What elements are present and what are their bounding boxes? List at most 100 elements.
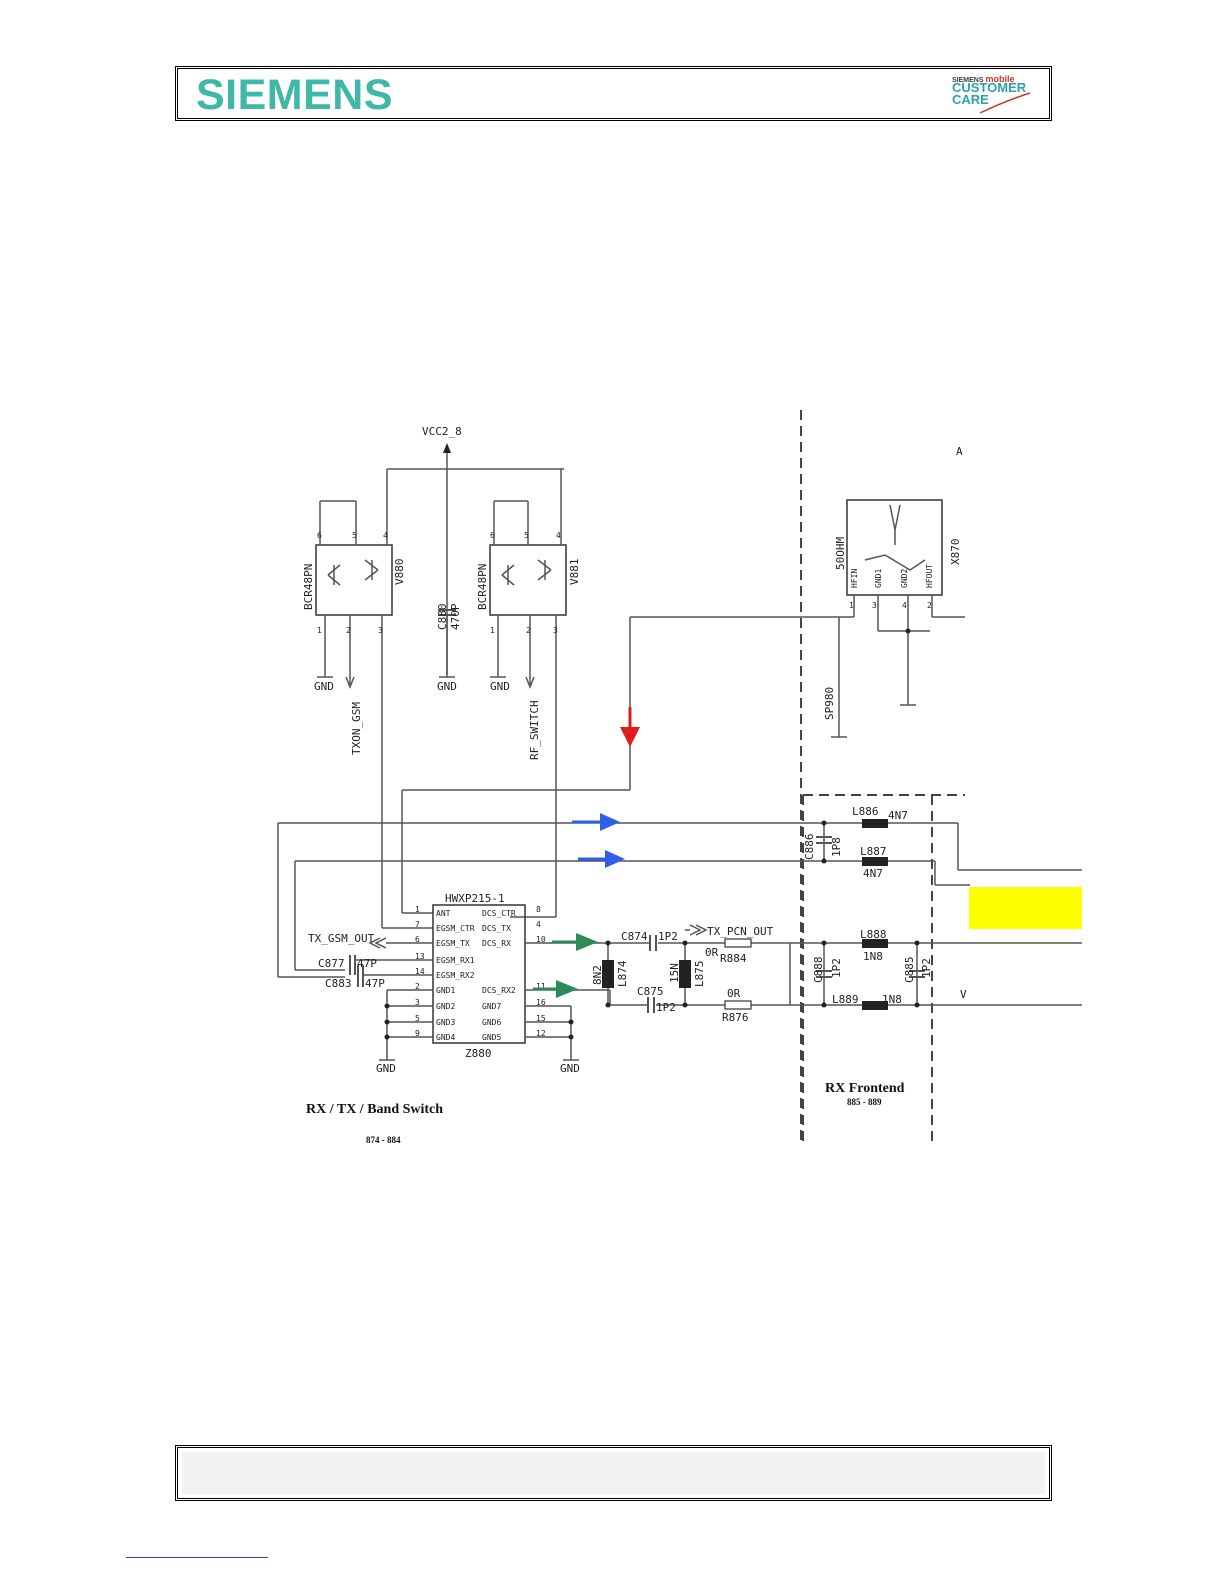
ic-left-pin-num: 13 — [415, 952, 425, 961]
tx-gsm-out-net: TX_GSM_OUT — [308, 932, 375, 945]
svg-text:4: 4 — [383, 531, 388, 540]
c885-ref: C885 — [903, 957, 916, 984]
ic-right-pin: GND7 — [482, 1002, 501, 1011]
l888-inductor — [862, 939, 888, 948]
l887-ref: L887 — [860, 845, 887, 858]
ic-left-pin: EGSM_RX1 — [436, 956, 475, 965]
l874-ref: L874 — [616, 960, 629, 987]
cc-logo-mobile: mobile — [985, 74, 1015, 84]
ic-right-pin-num: 4 — [536, 920, 541, 929]
c886-ref: C886 — [803, 834, 816, 861]
ic-right-pin-num: 8 — [536, 905, 541, 914]
v880-part: BCR48PN — [302, 564, 315, 610]
section1-title: RX / TX / Band Switch — [306, 1102, 443, 1117]
ic-right-pin: DCS_TX — [482, 924, 511, 933]
r884-ref: R884 — [720, 952, 747, 965]
vcc-arrow-icon — [443, 443, 451, 453]
x870-ref: X870 — [949, 539, 962, 566]
l874-value: 8N2 — [591, 965, 604, 985]
l875-inductor — [679, 960, 691, 988]
tx-pcn-out-net: TX_PCN_OUT — [707, 925, 774, 938]
c888-ref: C888 — [812, 957, 825, 984]
ic-left-pin: GND1 — [436, 986, 455, 995]
ic-right-pin-num: 12 — [536, 1029, 546, 1038]
red-arrow-head-icon — [620, 727, 640, 747]
yellow-highlight — [969, 887, 1082, 929]
cc-logo-care: CARE — [952, 92, 989, 107]
x870-connector — [846, 499, 943, 596]
c877-ref: C877 — [318, 957, 345, 970]
r876-resistor — [724, 1000, 752, 1010]
ic-left-pin: ANT — [436, 909, 451, 918]
gnd-label: GND — [376, 1062, 396, 1075]
v881-package — [489, 544, 567, 616]
svg-text:4: 4 — [902, 601, 907, 610]
gnd-label: GND — [560, 1062, 580, 1075]
svg-text:1: 1 — [317, 626, 322, 635]
rf-switch-net: RF_SWITCH — [528, 700, 541, 760]
l886-ref: L886 — [852, 805, 879, 818]
ic-left-pin: GND4 — [436, 1033, 455, 1042]
ic-left-pin-num: 3 — [415, 998, 420, 1007]
svg-text:2: 2 — [346, 626, 351, 635]
c874-ref: C874 — [621, 930, 648, 943]
cc-logo-prefix: SIEMENS — [952, 77, 984, 84]
l886-value: 4N7 — [888, 809, 908, 822]
cc-logo-customer: CUSTOMER — [952, 80, 1027, 95]
vcc-label: VCC2_8 — [422, 425, 462, 438]
svg-text:1: 1 — [490, 626, 495, 635]
svg-text:3: 3 — [378, 626, 383, 635]
ic-ref: Z880 — [465, 1047, 492, 1060]
c885-value: 1P2 — [920, 958, 933, 978]
v881-part: BCR48PN — [476, 564, 489, 610]
section1-range: 874 - 884 — [366, 1135, 401, 1145]
svg-text:5: 5 — [352, 531, 357, 540]
ic-left-pin: EGSM_RX2 — [436, 971, 475, 980]
bottom-link-line — [126, 1557, 268, 1558]
c886-value: 1P8 — [830, 837, 843, 857]
svg-text:2: 2 — [526, 626, 531, 635]
svg-text:3: 3 — [872, 601, 877, 610]
c874-value: 1P2 — [658, 930, 678, 943]
c883-ref: C883 — [325, 977, 352, 990]
svg-text:GND2: GND2 — [900, 569, 909, 588]
section2-title: RX Frontend — [825, 1081, 905, 1096]
c888-value: 1P2 — [830, 958, 843, 978]
r884-resistor — [724, 938, 752, 948]
gnd-label: GND — [314, 680, 334, 693]
ic-left-pin: GND3 — [436, 1018, 455, 1027]
c875-ref: C875 — [637, 985, 664, 998]
ic-left-pin-num: 7 — [415, 920, 420, 929]
svg-text:6: 6 — [490, 531, 495, 540]
ic-right-pin-num: 11 — [536, 982, 546, 991]
ic-left-pin-num: 9 — [415, 1029, 420, 1038]
svg-text:HFOUT: HFOUT — [925, 564, 934, 588]
r884-value: 0R — [705, 946, 719, 959]
green-arrow-head-icon — [576, 933, 598, 951]
svg-text:2: 2 — [927, 601, 932, 610]
r876-value: 0R — [727, 987, 741, 1000]
c875-value: 1P2 — [656, 1001, 676, 1014]
ic-left-pin: GND2 — [436, 1002, 455, 1011]
ic-right-pin: DCS_RX2 — [482, 986, 516, 995]
sp980-ref: SP980 — [823, 687, 836, 720]
ic-right-pin: GND6 — [482, 1018, 501, 1027]
v880-package — [315, 544, 393, 616]
c883-value: 47P — [365, 977, 385, 990]
svg-text:5: 5 — [524, 531, 529, 540]
ic-left-pin: EGSM_CTR — [436, 924, 475, 933]
l889-value: 1N8 — [882, 993, 902, 1006]
ic-right-pin: GND5 — [482, 1033, 501, 1042]
c880-value: 470P — [449, 603, 462, 630]
cc-swoosh-icon — [979, 92, 1031, 114]
l875-ref: L875 — [693, 961, 706, 988]
ic-left-pin: EGSM_TX — [436, 939, 470, 948]
siemens-logo: SIEMENS — [196, 71, 394, 119]
l889-ref: L889 — [832, 993, 859, 1006]
v881-ref: V881 — [568, 559, 581, 586]
svg-text:HFIN: HFIN — [850, 569, 859, 588]
gnd-label: GND — [437, 680, 457, 693]
ic-left-pin-num: 6 — [415, 935, 420, 944]
ic-right-pin: DCS_RX — [482, 939, 511, 948]
